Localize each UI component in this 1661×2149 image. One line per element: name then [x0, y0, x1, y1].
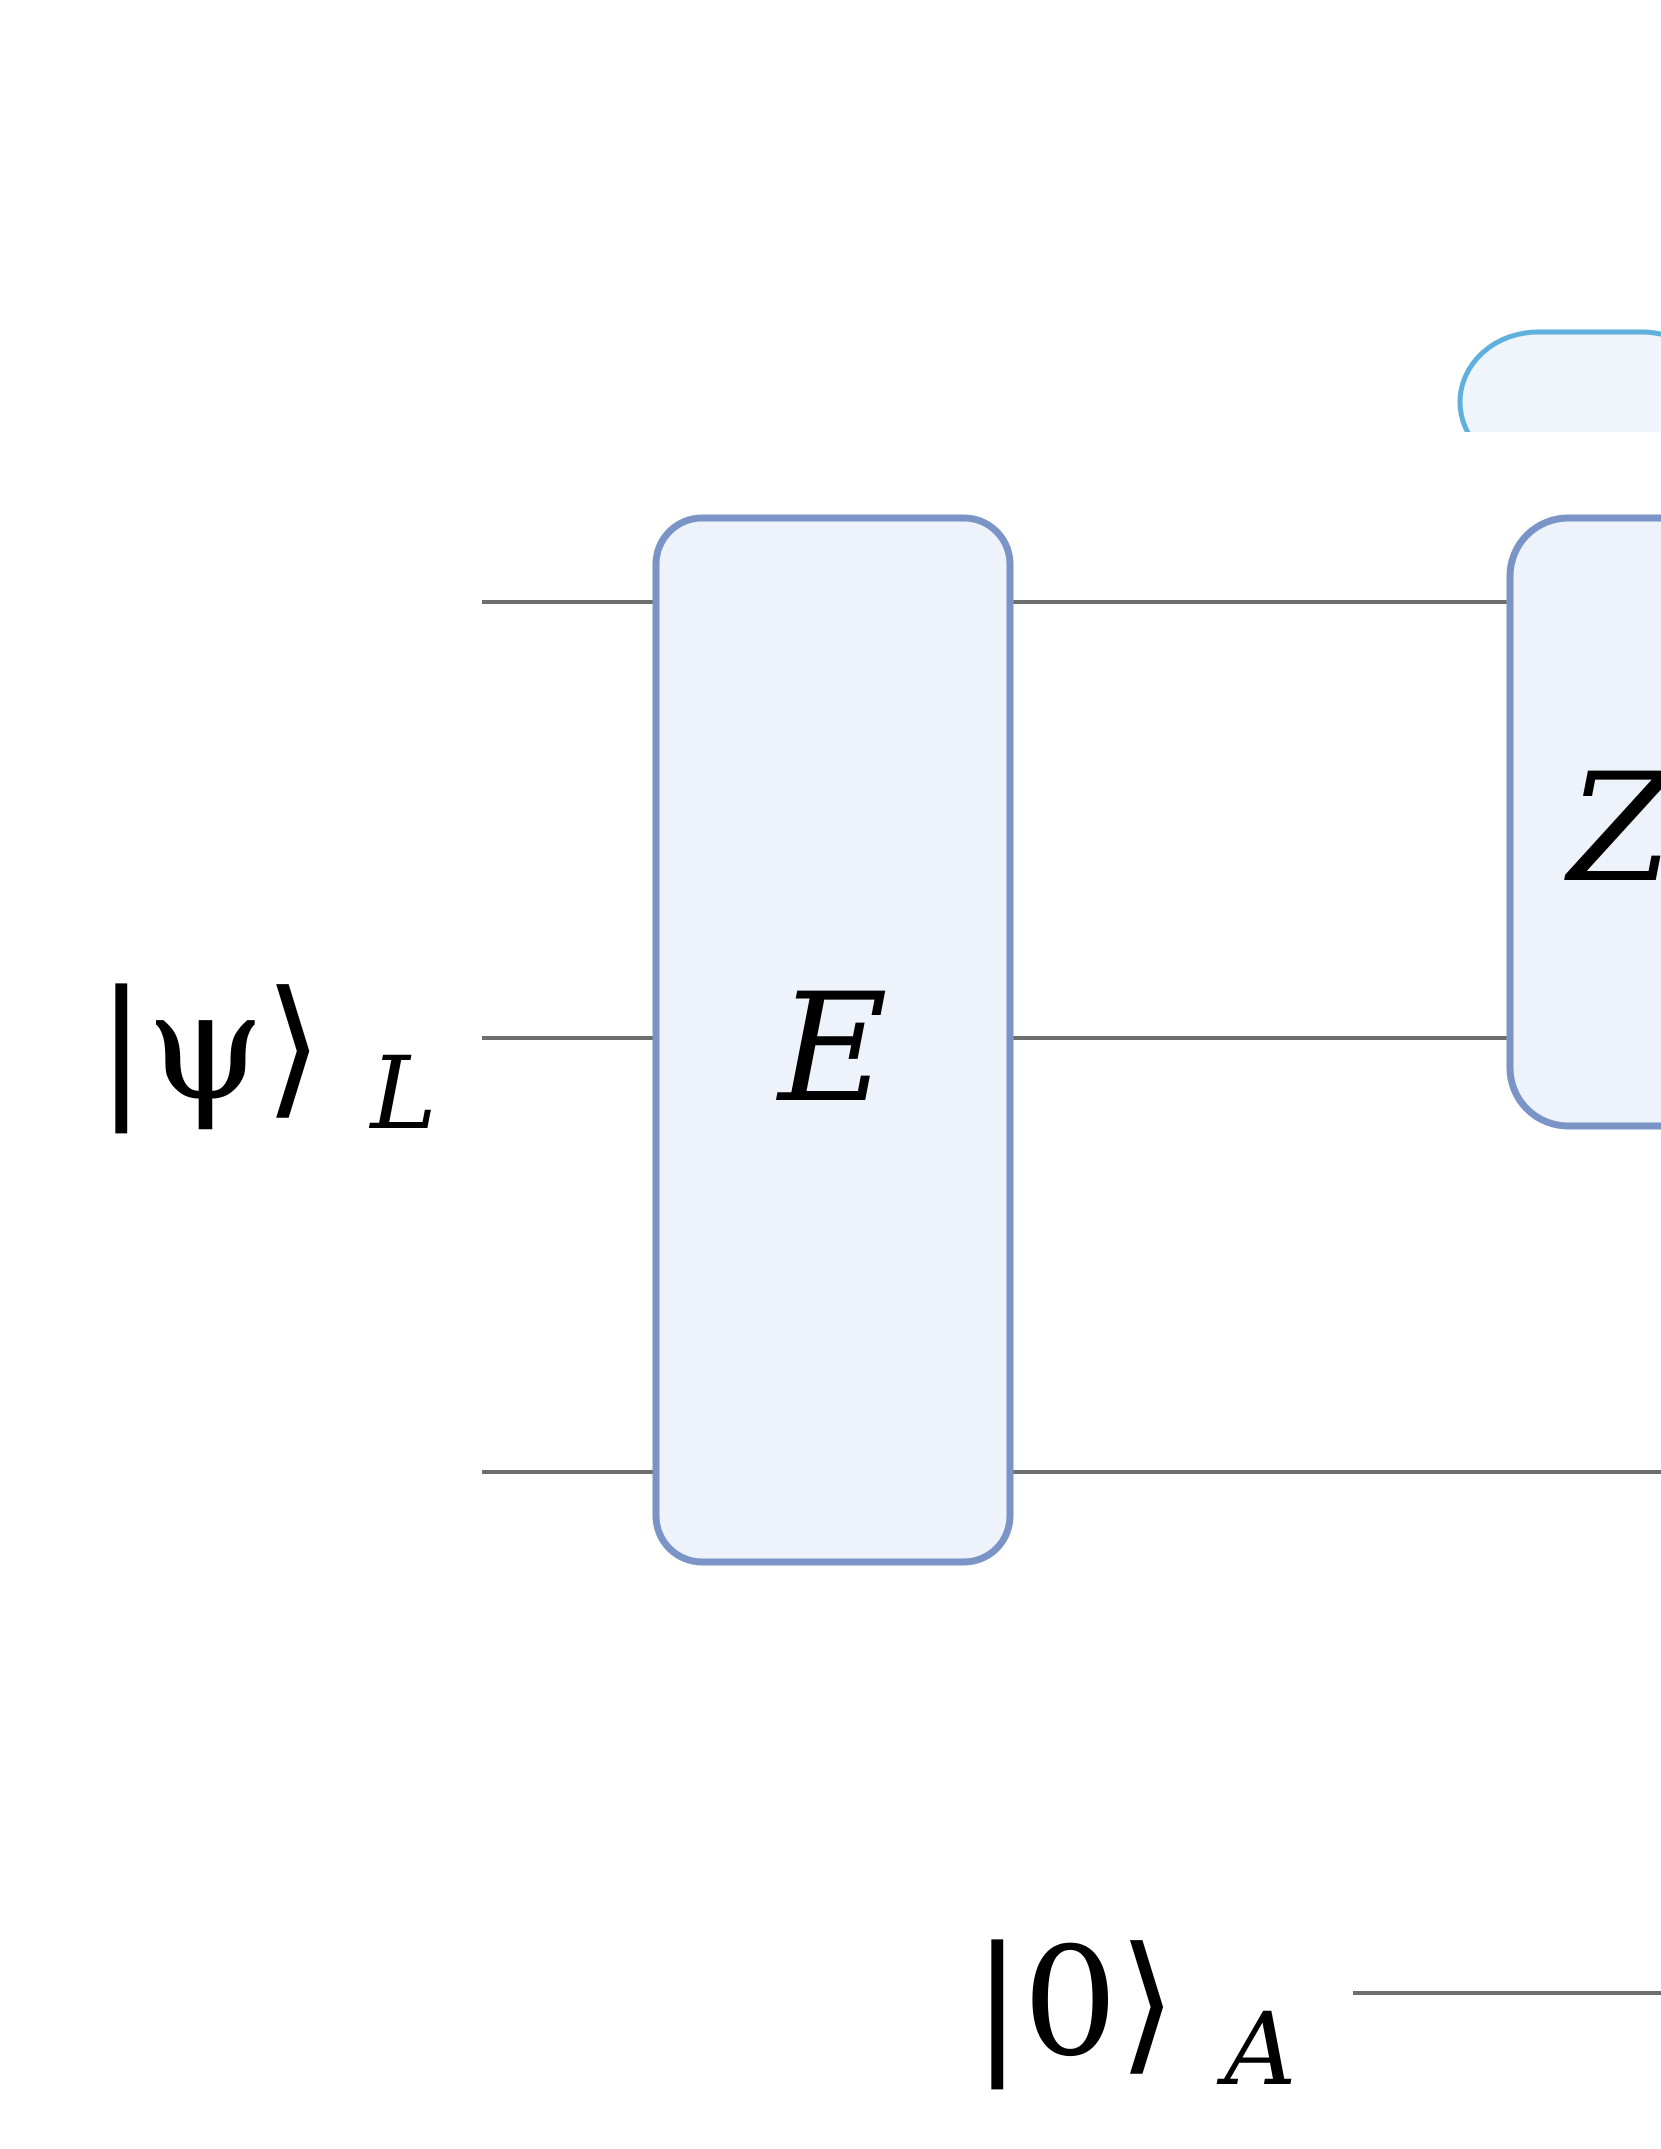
logical-ket: |ψ⟩: [96, 960, 323, 1134]
stabilizer-gate-partial: Z: [1506, 514, 1661, 1130]
ancilla-subscript: A: [1216, 1991, 1296, 2108]
ancilla-ket: |0⟩: [972, 1916, 1177, 2090]
stabilizer-gate-label: Z: [1564, 742, 1661, 916]
encoder-gate: E: [652, 514, 1014, 1566]
logical-subscript: L: [368, 1035, 436, 1152]
svg-text:|0⟩ A: |0⟩ A: [972, 1916, 1296, 2108]
group-highlight-box: [1440, 329, 1661, 492]
svg-text:|ψ⟩ L: |ψ⟩ L: [96, 960, 437, 1152]
ancilla-input-label: |0⟩ A: [972, 1916, 1296, 2108]
logical-input-label: |ψ⟩ L: [96, 960, 437, 1152]
encoder-gate-label: E: [775, 962, 888, 1136]
